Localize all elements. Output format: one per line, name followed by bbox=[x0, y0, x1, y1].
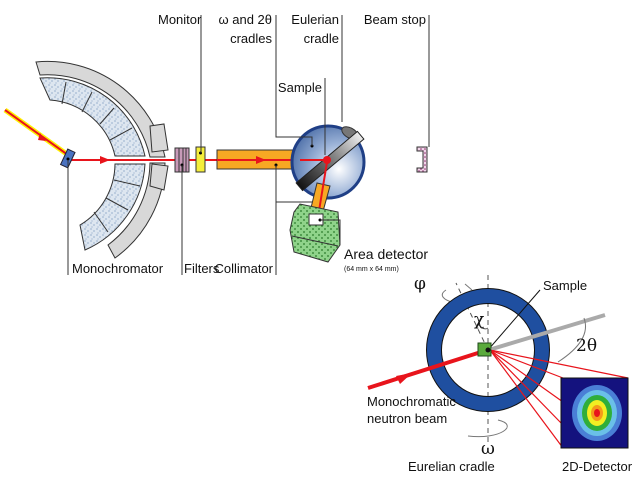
two-theta-arc bbox=[557, 317, 586, 363]
sample-cube bbox=[477, 342, 492, 357]
eulerian-ring bbox=[426, 288, 550, 412]
label-monitor: Monitor bbox=[158, 12, 202, 27]
label-eurelian-cradle: Eurelian cradle bbox=[408, 459, 495, 474]
label-eulerian-line2: cradle bbox=[304, 31, 339, 46]
scattered-beams bbox=[489, 349, 629, 449]
incident-beam bbox=[4, 109, 69, 156]
label-2d-detector: 2D-Detector bbox=[562, 459, 633, 474]
area-detector bbox=[289, 203, 341, 263]
label-sample-bottom: Sample bbox=[543, 278, 587, 293]
beam-stop bbox=[416, 146, 428, 173]
label-eulerian-line1: Eulerian bbox=[291, 12, 339, 27]
label-cradles-line1: ω and 2θ bbox=[218, 12, 272, 27]
label-cradles-line2: cradles bbox=[230, 31, 272, 46]
label-collimator: Collimator bbox=[214, 261, 273, 276]
omega-rotation-arrow bbox=[467, 419, 508, 438]
two-theta-arm bbox=[491, 313, 606, 351]
label-monochromator: Monochromator bbox=[72, 261, 164, 276]
label-area-detector-size: (64 mm x 64 mm) bbox=[344, 266, 399, 273]
monochromator-shield bbox=[35, 60, 169, 259]
phi-axis bbox=[455, 282, 489, 351]
sample-leader bbox=[487, 289, 541, 351]
leader-lines bbox=[67, 15, 430, 275]
label-phi: φ bbox=[414, 274, 426, 294]
label-filters: Filters bbox=[184, 261, 220, 276]
label-area-detector: Area detector bbox=[344, 246, 428, 262]
label-beam-line1: Monochromatic bbox=[367, 394, 456, 409]
label-beam-line2: neutron beam bbox=[367, 411, 447, 426]
2d-detector bbox=[560, 377, 629, 449]
label-chi: χ bbox=[474, 310, 484, 330]
label-two-theta: 2θ bbox=[576, 336, 597, 356]
neutron-beam bbox=[367, 350, 482, 390]
label-omega: ω bbox=[481, 439, 495, 459]
label-sample-top: Sample bbox=[278, 80, 322, 95]
label-beam-stop: Beam stop bbox=[364, 12, 426, 27]
